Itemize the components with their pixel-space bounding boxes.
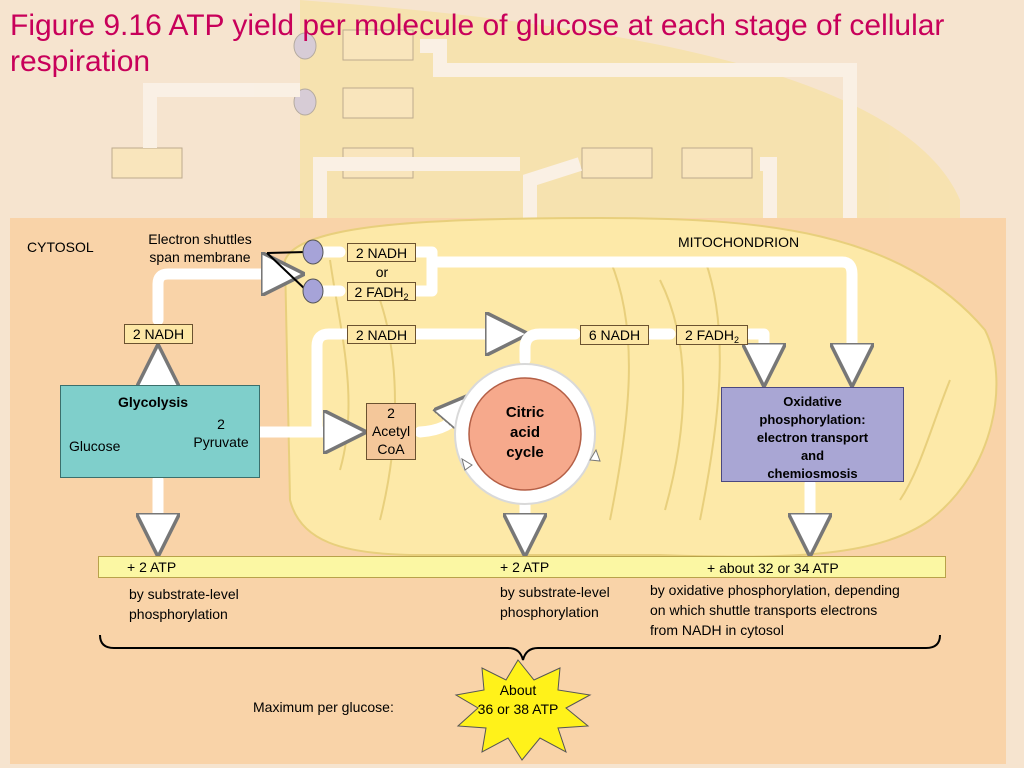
pyruvate-count: 2 xyxy=(217,416,225,432)
shuttle-fadh2-text: 2 FADH xyxy=(354,284,404,300)
citric-line1: Citric xyxy=(505,404,545,421)
glycolysis-nadh-box: 2 NADH xyxy=(124,324,193,344)
citric-line2: acid xyxy=(509,424,540,441)
atp-oxidative: + about 32 or 34 ATP xyxy=(707,560,839,576)
shuttle-or-label: or xyxy=(375,264,389,280)
oxidative-line5: chemiosmosis xyxy=(767,466,858,481)
maximum-label: Maximum per glucose: xyxy=(253,699,394,715)
shuttle-nadh-box: 2 NADH xyxy=(347,243,416,262)
acetyl-count: 2 xyxy=(387,405,395,421)
note-oxidative: by oxidative phosphorylation, depending … xyxy=(650,580,900,640)
shuttle-caption-line1: Electron shuttles xyxy=(148,231,252,247)
note-oxidative-line3: from NADH in cytosol xyxy=(650,622,784,638)
shuttle-fadh2-subscript: 2 xyxy=(403,292,409,302)
citric-cycle-label: Citric acid cycle xyxy=(495,403,555,463)
figure-title: Figure 9.16 ATP yield per molecule of gl… xyxy=(10,9,945,78)
note-glycolysis: by substrate-level phosphorylation xyxy=(129,584,239,624)
atp-glycolysis: + 2 ATP xyxy=(127,559,177,575)
mitochondrion-label: MITOCHONDRION xyxy=(678,234,800,250)
acetyl-coa-box: 2 Acetyl CoA xyxy=(366,403,416,460)
note-oxidative-line1: by oxidative phosphorylation, depending xyxy=(650,582,900,598)
shuttle-protein-top xyxy=(302,239,324,265)
citric-line3: cycle xyxy=(506,444,544,461)
cycle-fadh2-subscript: 2 xyxy=(734,335,740,345)
note-citric: by substrate-level phosphorylation xyxy=(500,582,610,622)
coa-text: CoA xyxy=(377,441,405,457)
atp-citric: + 2 ATP xyxy=(500,559,550,575)
glycolysis-title: Glycolysis xyxy=(118,394,189,410)
note-citric-line2: phosphorylation xyxy=(500,604,599,620)
pyruvate-label: 2 Pyruvate xyxy=(186,415,256,451)
note-glycolysis-line2: phosphorylation xyxy=(129,606,228,622)
citric-cycle-core xyxy=(468,377,582,491)
total-starburst xyxy=(454,659,592,761)
oxidative-line3: electron transport xyxy=(756,430,869,445)
note-oxidative-line2: on which shuttle transports electrons xyxy=(650,602,878,618)
oxidative-phosphorylation-box: Oxidative phosphorylation: electron tran… xyxy=(721,387,904,482)
total-line2: 36 or 38 ATP xyxy=(477,701,559,717)
note-citric-line1: by substrate-level xyxy=(500,584,610,600)
cycle-nadh-box: 6 NADH xyxy=(580,325,649,345)
cycle-fadh2-text: 2 FADH xyxy=(684,327,734,343)
shuttle-fadh2-box: 2 FADH2 xyxy=(347,282,416,302)
faded-overlay xyxy=(111,0,960,230)
cycle-fadh2-box: 2 FADH2 xyxy=(676,325,748,345)
total-line1: About xyxy=(499,682,537,698)
shuttle-protein-bottom xyxy=(302,278,324,304)
summary-brace xyxy=(99,634,941,661)
pyruvate-text: Pyruvate xyxy=(193,434,249,450)
oxidative-line4: and xyxy=(800,448,825,463)
acetyl-text: Acetyl xyxy=(371,423,411,439)
total-atp: About 36 or 38 ATP xyxy=(462,681,574,719)
note-glycolysis-line1: by substrate-level xyxy=(129,586,239,602)
oxidative-line2: phosphorylation: xyxy=(759,412,866,427)
oxidative-line1: Oxidative xyxy=(783,394,842,409)
cristae xyxy=(329,259,951,521)
cytosol-label: CYTOSOL xyxy=(27,239,94,255)
glucose-label: Glucose xyxy=(69,438,121,454)
flow-arrows xyxy=(158,246,852,548)
shuttle-caption-line2: span membrane xyxy=(149,249,251,265)
pyruvate-nadh-box: 2 NADH xyxy=(347,325,416,344)
shuttle-caption: Electron shuttles span membrane xyxy=(130,230,270,266)
